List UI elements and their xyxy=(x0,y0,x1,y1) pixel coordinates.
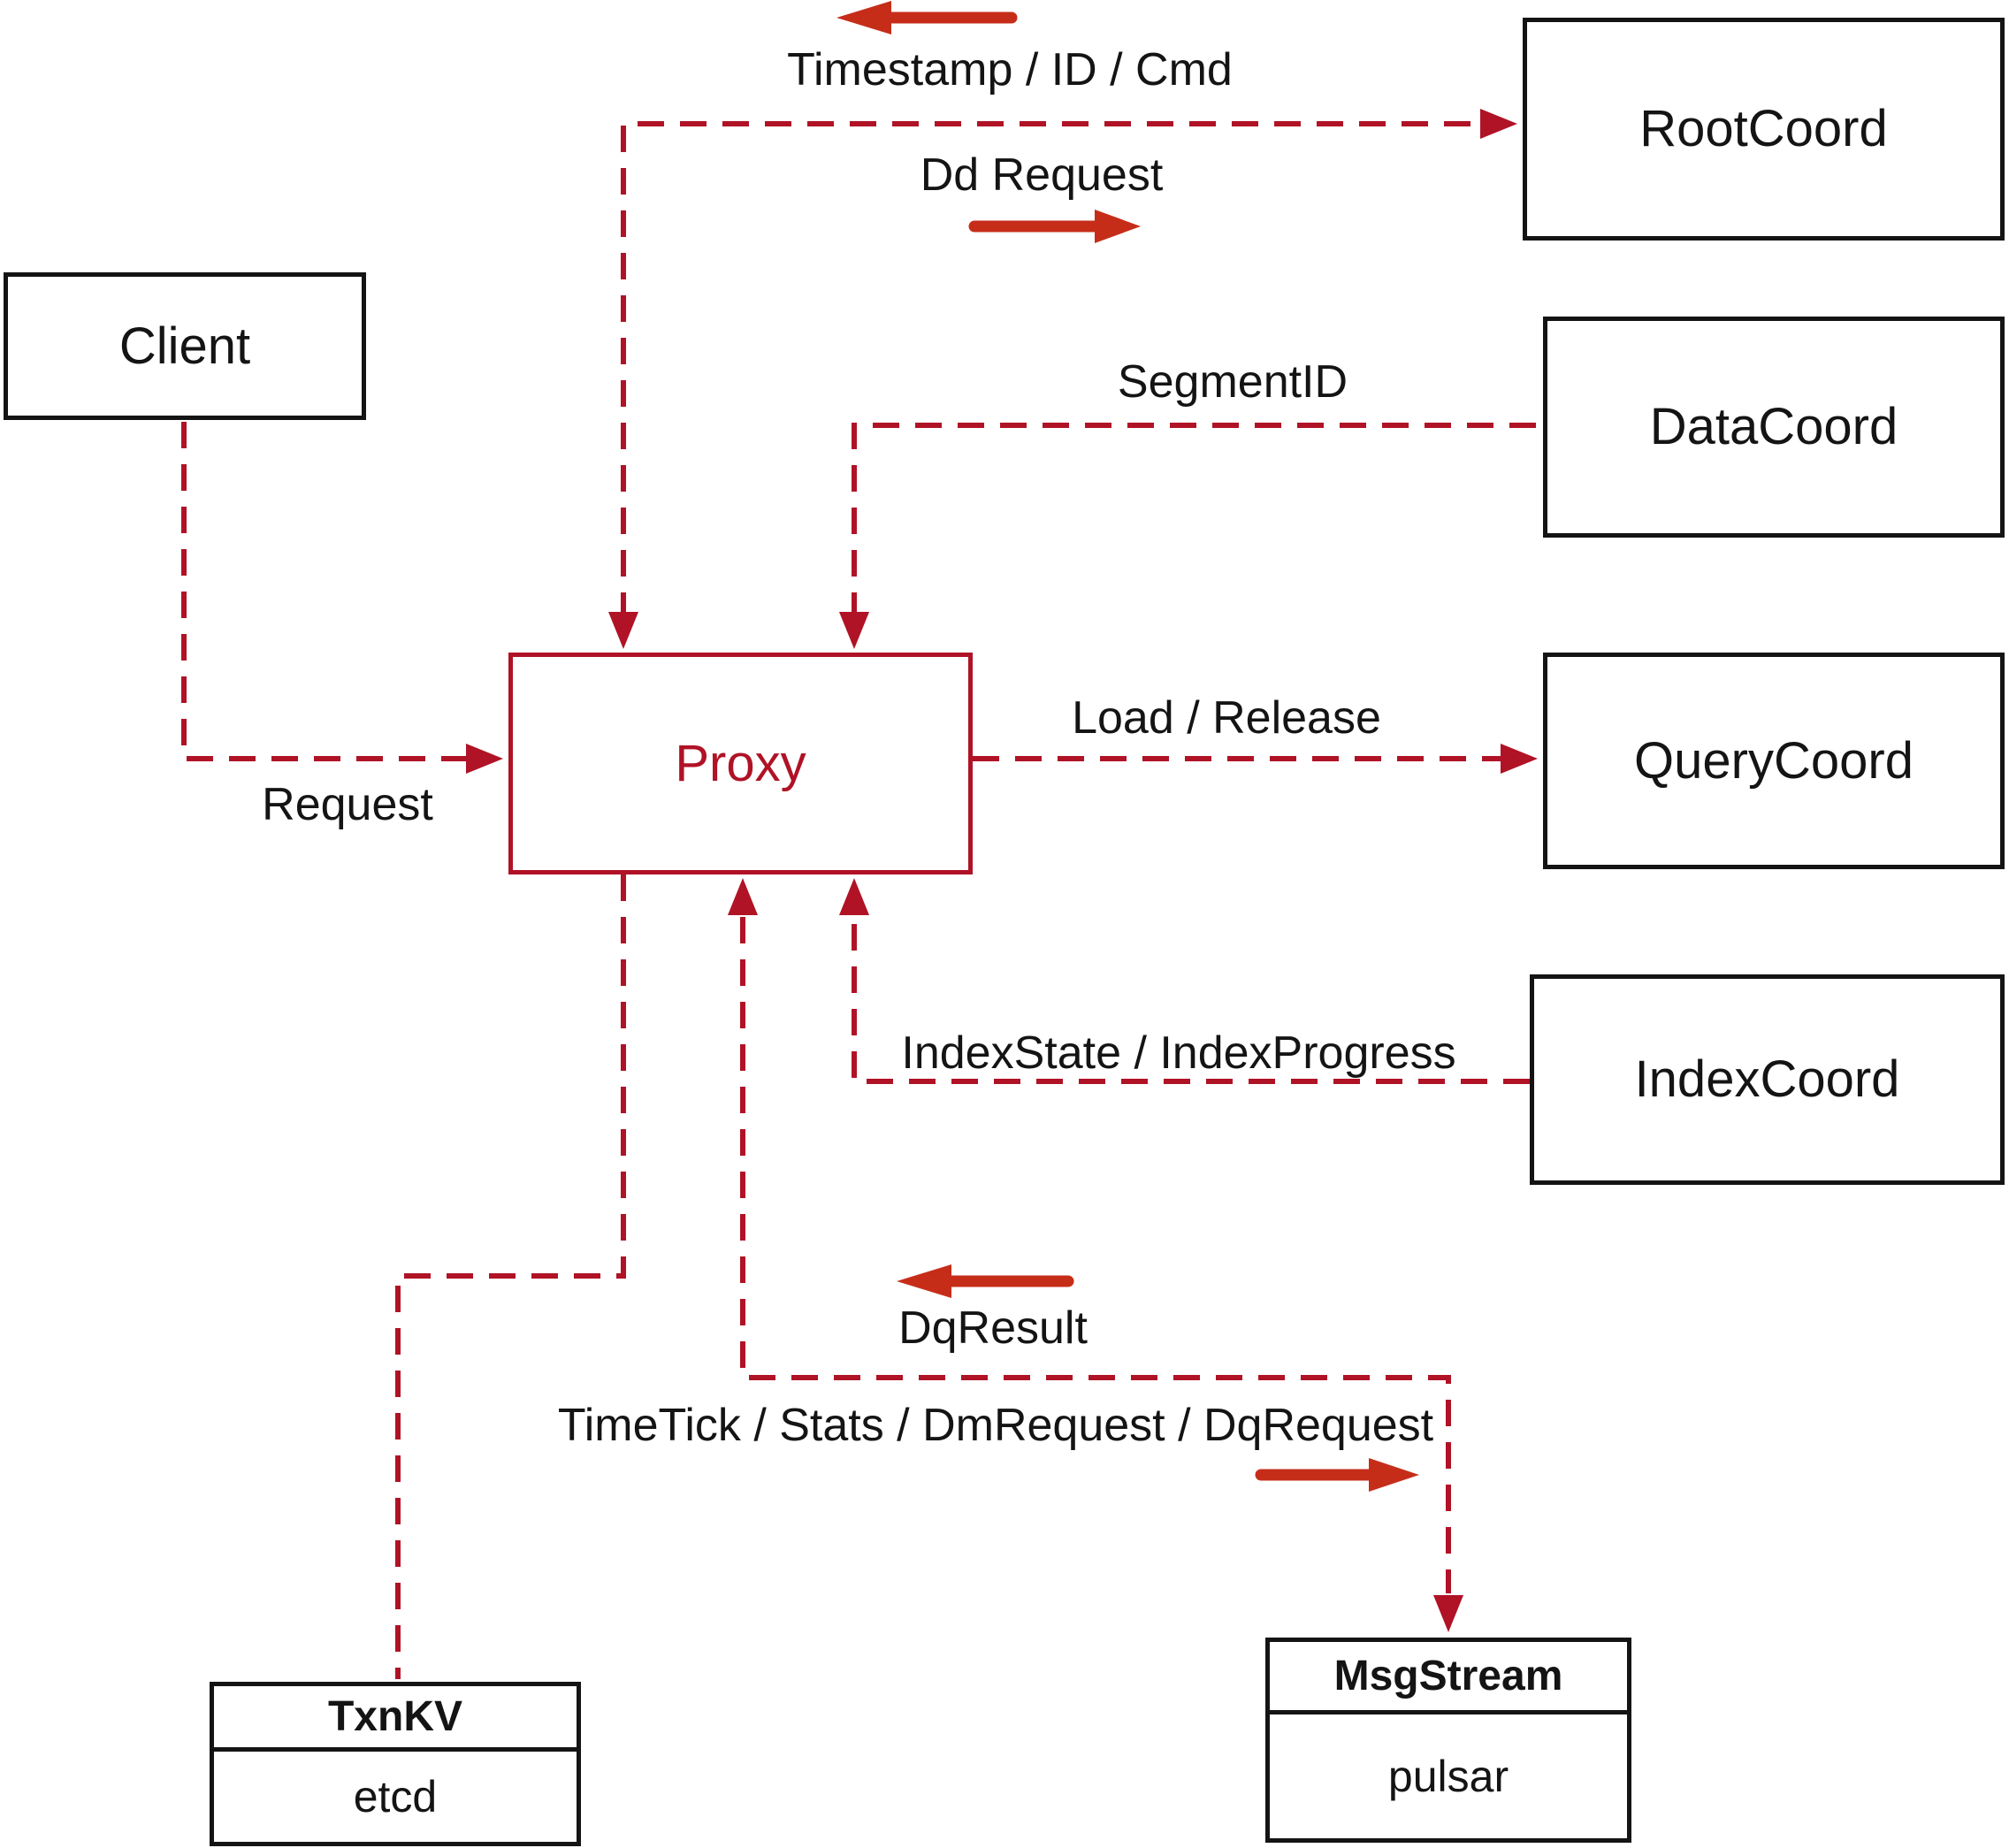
arrowhead-into-proxy-top-left xyxy=(608,612,638,649)
node-rootcoord-label: RootCoord xyxy=(1639,100,1888,157)
edge-label-dqresult: DqResult xyxy=(898,1302,1088,1355)
edge-indexcoord-proxy xyxy=(839,878,1530,1084)
arrowhead-into-proxy-bottom-middle xyxy=(728,878,758,915)
edge-label-load-release: Load / Release xyxy=(1072,692,1381,745)
node-proxy: Proxy xyxy=(508,653,973,874)
node-msgstream-title: MsgStream xyxy=(1270,1642,1627,1714)
node-querycoord: QueryCoord xyxy=(1543,653,2005,869)
node-msgstream-impl: pulsar xyxy=(1387,1752,1509,1801)
arrowhead-into-querycoord xyxy=(1501,744,1538,774)
edge-label-segmentid: SegmentID xyxy=(1117,356,1348,409)
edge-label-timestamp-id-cmd: Timestamp / ID / Cmd xyxy=(787,44,1233,96)
node-querycoord-label: QueryCoord xyxy=(1634,731,1914,790)
edge-label-indexstate-indexprogress: IndexState / IndexProgress xyxy=(901,1027,1456,1080)
edge-label-request: Request xyxy=(262,779,433,831)
node-msgstream: MsgStream pulsar xyxy=(1265,1638,1631,1843)
node-client: Client xyxy=(4,272,366,420)
arrowhead-into-msgstream xyxy=(1433,1595,1463,1632)
direction-arrow-dqresult-left xyxy=(897,1264,1074,1298)
arrowhead-into-proxy-bottom-right xyxy=(839,878,869,915)
direction-arrow-ddrequest-right xyxy=(968,210,1141,243)
edge-label-dd-request: Dd Request xyxy=(920,149,1164,202)
node-rootcoord: RootCoord xyxy=(1523,18,2005,241)
direction-arrow-timetick-right xyxy=(1255,1458,1419,1492)
edge-proxy-txnkv xyxy=(395,874,626,1679)
edge-client-proxy xyxy=(181,422,503,774)
node-datacoord: DataCoord xyxy=(1543,317,2005,538)
node-txnkv: TxnKV etcd xyxy=(210,1682,581,1846)
node-indexcoord-label: IndexCoord xyxy=(1634,1050,1900,1108)
edge-proxy-querycoord xyxy=(973,744,1538,774)
node-datacoord-label: DataCoord xyxy=(1649,398,1898,455)
node-proxy-label: Proxy xyxy=(675,734,806,792)
edge-label-timetick-stats-dmrequest-dqrequest: TimeTick / Stats / DmRequest / DqRequest xyxy=(557,1400,1434,1452)
arrowhead-into-proxy-top-right xyxy=(839,612,869,649)
edge-proxy-msgstream xyxy=(728,878,1463,1632)
node-client-label: Client xyxy=(118,317,251,375)
arrowhead-into-proxy-left xyxy=(466,744,503,774)
edge-rootcoord-proxy xyxy=(608,109,1517,649)
node-txnkv-impl: etcd xyxy=(353,1772,438,1821)
node-indexcoord: IndexCoord xyxy=(1530,974,2005,1185)
arrowhead-into-rootcoord xyxy=(1480,109,1517,139)
node-txnkv-title: TxnKV xyxy=(214,1686,577,1752)
edge-datacoord-proxy xyxy=(839,423,1543,649)
direction-arrow-timestamp-left xyxy=(836,1,1018,34)
